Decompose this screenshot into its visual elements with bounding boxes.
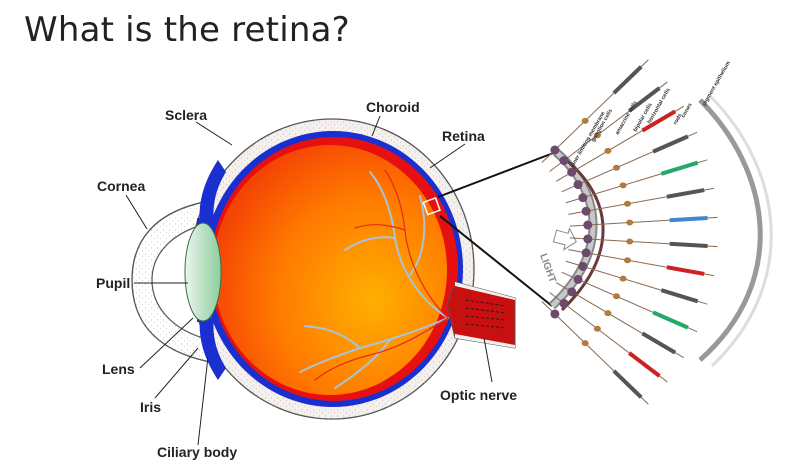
cell-column [568,248,714,275]
retina-cell-inset: LIGHT inner limiting membrane ganglion c… [537,60,771,405]
label-optic-nerve: Optic nerve [440,387,517,403]
cell-column [542,301,648,404]
light-label: LIGHT [537,252,558,284]
light-arrow-icon [552,225,579,252]
label-choroid: Choroid [366,99,420,115]
label-pupil: Pupil [96,275,130,291]
label-sclera: Sclera [165,107,207,123]
label-iris: Iris [140,399,161,415]
label-retina: Retina [442,128,485,144]
vitreous-body [213,145,447,395]
lens [185,223,221,321]
label-cornea: Cornea [97,178,145,194]
cell-column [562,272,698,331]
layer-label-6: cones [681,102,694,119]
optic-nerve [447,282,515,348]
layer-label-7: pigment epithelium [702,60,732,107]
label-lens: Lens [102,361,135,377]
cell-column [562,132,698,191]
label-ciliary-body: Ciliary body [157,444,237,460]
